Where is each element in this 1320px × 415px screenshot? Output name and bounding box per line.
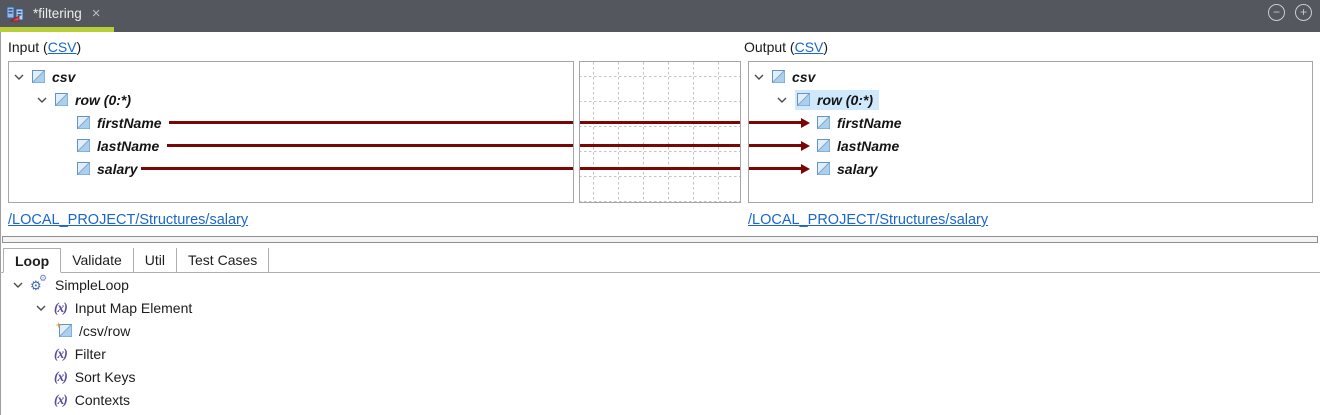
node-label: Contexts [74,391,130,408]
output-structure-panel: csv row (0:*) firstName lastName [748,61,1313,203]
output-heading-text: Output ( [744,39,795,55]
output-node-lastname[interactable]: lastName [817,134,899,157]
editor-tab-bar: *filtering × − + [0,0,1320,32]
input-node-csv[interactable]: csv [14,65,75,88]
function-icon: (x) [54,345,68,361]
mapping-line-lastname[interactable] [167,144,573,147]
loop-node-contexts[interactable]: (x) Contexts [54,388,130,411]
node-label: row (0:*) [817,91,873,108]
function-icon: (x) [54,391,68,407]
node-label: row (0:*) [75,91,131,108]
element-icon [817,116,830,129]
element-add-icon: + [56,320,72,337]
mapping-arrow-icon [801,163,810,174]
node-label: firstName [97,114,162,131]
loop-node-simpleloop[interactable]: ⚙⚙ SimpleLoop [13,273,129,296]
loop-node-filter[interactable]: (x) Filter [54,342,106,365]
element-icon [817,162,830,175]
horizontal-sash-handle[interactable] [2,236,1318,243]
element-icon [772,70,785,83]
element-icon [77,116,90,129]
bottom-tab-bar: Loop Validate Util Test Cases [0,248,1320,273]
chevron-down-icon[interactable] [777,96,788,104]
node-label: lastName [97,137,160,154]
output-node-csv[interactable]: csv [754,65,815,88]
mapping-canvas [579,61,741,203]
output-csv-link[interactable]: CSV [794,39,824,55]
selected-node-highlight[interactable]: row (0:*) [795,89,879,110]
editor-left-edge [0,32,1,415]
input-structure-path-link[interactable]: /LOCAL_PROJECT/Structures/salary [8,212,249,228]
mapping-arrow-icon [801,117,810,128]
node-label: csv [792,68,816,85]
input-heading-text: Input ( [8,39,48,55]
minimize-view-icon[interactable]: − [1268,4,1285,21]
input-node-salary[interactable]: salary [77,157,137,180]
element-icon [55,93,68,106]
node-label: /csv/row [79,322,131,339]
plus-badge-icon: + [56,320,62,330]
node-label: lastName [837,137,900,154]
mapping-line-salary[interactable] [580,167,740,170]
mapping-line-firstname[interactable] [580,121,740,124]
tab-util[interactable]: Util [133,248,178,272]
input-heading-suffix: ) [76,39,82,55]
element-icon [817,139,830,152]
active-tab-underline [0,27,114,32]
mapping-line-salary[interactable] [141,167,573,170]
mapping-line-firstname[interactable] [169,121,573,124]
mapping-arrow-icon [801,140,810,151]
input-csv-link[interactable]: CSV [47,39,77,55]
editor-tab-label: *filtering [33,6,82,21]
chevron-down-icon[interactable] [37,96,48,104]
tab-validate[interactable]: Validate [61,248,134,272]
mapping-file-icon [6,6,25,22]
node-label: SimpleLoop [55,276,129,293]
chevron-down-icon[interactable] [14,73,25,81]
loop-node-sort-keys[interactable]: (x) Sort Keys [54,365,135,388]
function-icon: (x) [54,368,68,384]
element-icon [77,139,90,152]
node-label: salary [837,160,878,177]
element-icon [32,70,45,83]
node-label: csv [52,68,76,85]
loop-node-csv-row[interactable]: + /csv/row [56,319,131,342]
chevron-down-icon[interactable] [13,281,24,289]
chevron-down-icon[interactable] [754,73,765,81]
function-icon: (x) [54,299,68,315]
output-node-firstname[interactable]: firstName [817,111,902,134]
output-heading-suffix: ) [823,39,829,55]
node-label: Sort Keys [74,368,136,385]
input-heading: Input (CSV) [8,39,81,55]
input-node-firstname[interactable]: firstName [77,111,162,134]
mapping-line-lastname[interactable] [749,144,801,147]
mapping-line-firstname[interactable] [749,121,801,124]
node-label: Filter [74,345,106,362]
output-structure-path-link[interactable]: /LOCAL_PROJECT/Structures/salary [748,212,989,228]
node-label: salary [97,160,138,177]
loop-node-input-map-element[interactable]: (x) Input Map Element [36,296,192,319]
tab-loop[interactable]: Loop [3,248,62,273]
output-node-row-selected[interactable]: row (0:*) [777,88,879,111]
node-label: firstName [837,114,902,131]
node-label: Input Map Element [74,299,193,316]
maximize-view-icon[interactable]: + [1295,4,1312,21]
mapping-line-salary[interactable] [749,167,801,170]
gears-icon: ⚙⚙ [30,272,48,293]
element-icon [797,93,810,106]
mapping-line-lastname[interactable] [580,144,740,147]
input-structure-panel: csv row (0:*) firstName lastName [8,61,574,203]
element-icon [77,162,90,175]
output-heading: Output (CSV) [744,39,828,55]
input-node-lastname[interactable]: lastName [77,134,159,157]
output-node-salary[interactable]: salary [817,157,877,180]
editor-tab-filtering[interactable]: *filtering × [0,0,113,27]
chevron-down-icon[interactable] [36,304,47,312]
input-node-row[interactable]: row (0:*) [37,88,131,111]
tab-close-icon[interactable]: × [91,5,101,22]
tab-test-cases[interactable]: Test Cases [177,248,270,272]
